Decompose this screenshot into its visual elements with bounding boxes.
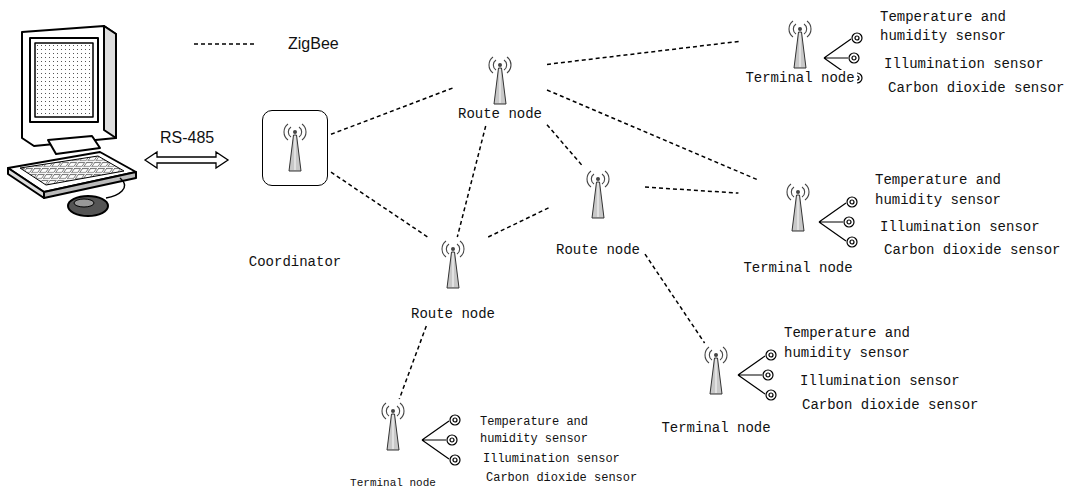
double-arrow bbox=[145, 152, 228, 168]
zigbee-link bbox=[547, 125, 583, 167]
sensor-label: Temperature and humidity sensor bbox=[782, 323, 936, 363]
zigbee-link bbox=[457, 126, 485, 237]
node-label: Terminal node bbox=[741, 260, 854, 277]
zigbee-link bbox=[547, 90, 758, 180]
bus-label: RS-485 bbox=[158, 128, 216, 148]
network-node: Terminal node bbox=[741, 183, 854, 277]
antenna-icon bbox=[786, 183, 810, 233]
legend-line-sample bbox=[192, 34, 256, 54]
zigbee-link bbox=[488, 207, 551, 237]
sensor-label: Temperature and humidity sensor bbox=[873, 170, 1027, 210]
node-label: Terminal node bbox=[659, 420, 772, 437]
network-node: Route node bbox=[409, 240, 497, 323]
zigbee-link bbox=[331, 88, 453, 134]
antenna-icon bbox=[586, 170, 610, 220]
legend: ZigBee bbox=[192, 34, 341, 54]
network-node: Terminal node bbox=[348, 402, 438, 490]
network-node: Route node bbox=[554, 170, 642, 259]
sensor-label: Temperature and humidity sensor bbox=[478, 414, 612, 448]
sensor-label: Illumination sensor bbox=[882, 55, 1046, 74]
sensor-label: Illumination sensor bbox=[798, 371, 962, 391]
antenna-icon bbox=[488, 56, 512, 106]
sensor-label: Carbon dioxide sensor bbox=[882, 240, 1062, 260]
node-label: Route node bbox=[456, 106, 544, 123]
network-node: Terminal node bbox=[743, 20, 856, 87]
antenna-icon bbox=[704, 346, 728, 396]
sensor-label: Carbon dioxide sensor bbox=[484, 470, 639, 487]
sensor-label: Carbon dioxide sensor bbox=[800, 395, 980, 415]
node-label: Coordinator bbox=[247, 254, 343, 271]
sensor-label: Temperature and humidity sensor bbox=[878, 8, 1032, 46]
coordinator-box: Coordinator bbox=[262, 110, 328, 186]
sensor-symbols bbox=[422, 33, 862, 465]
zigbee-link bbox=[645, 254, 705, 343]
network-node: Terminal node bbox=[659, 346, 772, 437]
zigbee-link bbox=[399, 326, 426, 399]
zigbee-link bbox=[331, 172, 428, 237]
sensor-label: Illumination sensor bbox=[878, 217, 1042, 237]
zigbee-link bbox=[547, 41, 740, 64]
sensor-label: Illumination sensor bbox=[481, 451, 622, 468]
zigbee-link bbox=[645, 187, 738, 193]
node-label: Terminal node bbox=[743, 70, 856, 87]
node-label: Route node bbox=[409, 306, 497, 323]
legend-label: ZigBee bbox=[286, 34, 341, 54]
node-label: Terminal node bbox=[348, 476, 438, 490]
computer-icon bbox=[8, 26, 136, 216]
sensor-label: Carbon dioxide sensor bbox=[886, 79, 1066, 98]
network-node: Route node bbox=[456, 56, 544, 123]
antenna-icon bbox=[441, 240, 465, 290]
node-label: Route node bbox=[554, 242, 642, 259]
antenna-icon bbox=[283, 123, 307, 173]
antenna-icon bbox=[788, 20, 812, 70]
antenna-icon bbox=[381, 402, 405, 452]
